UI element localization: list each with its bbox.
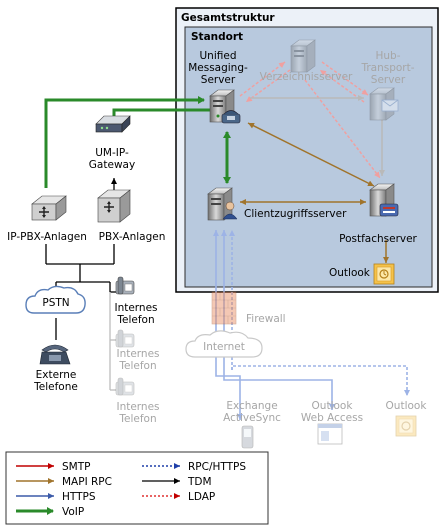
- phone-icon: [221, 110, 241, 124]
- activesync-label-1: Exchange: [226, 400, 277, 412]
- mapi-rpc-links: [240, 122, 389, 263]
- owa-node: Outlook Web Access: [301, 400, 363, 445]
- mobile-phone-icon: [241, 425, 254, 449]
- internal-phone-node: Internes Telefon: [114, 276, 158, 326]
- internal-phone-label-1: Internes: [116, 348, 159, 360]
- outlook-external-label: Outlook: [386, 400, 428, 412]
- directory-server-node: [290, 39, 316, 73]
- internal-phone-label-2: Telefon: [116, 314, 154, 326]
- cloud-icon: [25, 285, 86, 314]
- mailbox-server-node: Postfachserver: [339, 183, 418, 245]
- pbx-icon: [97, 189, 131, 223]
- tdm-links-faded: [109, 292, 116, 391]
- outlook-external-node: Outlook: [386, 400, 428, 437]
- legend-item-rpc-https: RPC/HTTPS: [142, 461, 246, 473]
- activesync-node: Exchange ActiveSync: [223, 400, 281, 449]
- legend-label: HTTPS: [62, 491, 96, 503]
- desk-phone-icon: [115, 329, 135, 348]
- um-ip-gateway-label-1: UM-IP-: [95, 147, 129, 159]
- browser-icon: [317, 423, 343, 445]
- legend-item-voip: VoIP: [16, 506, 84, 518]
- external-phone-label-1: Externe: [36, 369, 77, 381]
- legend-label: MAPI RPC: [62, 476, 112, 488]
- internal-phone-label-1: Internes: [116, 401, 159, 413]
- smtp-links: [250, 95, 385, 176]
- hub-server-label-2: Transport-: [360, 62, 414, 74]
- legend: SMTP MAPI RPC HTTPS VoIP RPC/HTTPS TDM L…: [5, 451, 269, 525]
- ip-pbx-label: IP-PBX-Anlagen: [7, 231, 87, 243]
- legend-label: SMTP: [62, 461, 90, 473]
- cloud-icon: [185, 330, 263, 358]
- server-mail-icon: [369, 87, 399, 121]
- internal-phone-label-1: Internes: [114, 302, 157, 314]
- internal-phone-node-faded: Internes Telefon: [115, 329, 160, 372]
- outlook-internal-label: Outlook: [329, 267, 371, 279]
- firewall-label: Firewall: [246, 313, 286, 325]
- server-user-icon: [207, 187, 238, 221]
- server-mailbox-icon: [369, 183, 399, 217]
- legend-label: TDM: [187, 476, 212, 488]
- um-server-label-2: Messaging-: [188, 62, 248, 74]
- forest-title: Gesamtstruktur: [181, 12, 275, 24]
- mailbox-server-label: Postfachserver: [339, 233, 417, 245]
- external-phone-label-2: Telefone: [33, 381, 78, 393]
- um-server-label-3: Server: [201, 74, 236, 86]
- cas-server-label: Clientzugriffsserver: [244, 208, 347, 220]
- owa-label-1: Outlook: [312, 400, 354, 412]
- internal-phone-label-2: Telefon: [118, 360, 156, 372]
- legend-label: RPC/HTTPS: [188, 461, 246, 473]
- hub-server-label-1: Hub-: [375, 50, 400, 62]
- activesync-label-2: ActiveSync: [223, 412, 281, 424]
- gateway-icon: [95, 115, 131, 133]
- outlook-icon: [395, 415, 417, 437]
- owa-label-2: Web Access: [301, 412, 363, 424]
- um-ip-gateway-node: UM-IP- Gateway: [89, 115, 135, 171]
- um-server-label-1: Unified: [200, 50, 237, 62]
- server-icon: [290, 39, 316, 73]
- pbx-label: PBX-Anlagen: [99, 231, 166, 243]
- um-server-node: Unified Messaging- Server: [188, 50, 248, 124]
- server-icon: [209, 89, 235, 123]
- legend-item-tdm: TDM: [142, 476, 212, 488]
- ip-pbx-node: IP-PBX-Anlagen: [7, 195, 87, 243]
- legend-item-https: HTTPS: [16, 491, 96, 503]
- pbx-icon: [31, 195, 67, 221]
- um-ip-gateway-label-2: Gateway: [89, 159, 135, 171]
- hub-server-node: [369, 87, 399, 121]
- legend-label: LDAP: [188, 491, 215, 503]
- pstn-node: PSTN: [25, 285, 86, 314]
- legend-item-smtp: SMTP: [16, 461, 90, 473]
- external-phone-node: Externe Telefone: [33, 344, 78, 393]
- internet-label: Internet: [203, 341, 245, 353]
- cas-server-node: Clientzugriffsserver: [207, 187, 347, 221]
- directory-server-label: Verzeichnisserver: [260, 71, 353, 83]
- internal-phone-node-faded: Internes Telefon: [115, 377, 160, 425]
- legend-item-mapi-rpc: MAPI RPC: [16, 476, 112, 488]
- internal-phone-label-2: Telefon: [118, 413, 156, 425]
- firewall-icon: [211, 291, 237, 325]
- desk-phone-icon: [115, 276, 135, 295]
- internet-node: Internet: [185, 330, 263, 358]
- legend-label: VoIP: [62, 506, 84, 518]
- desk-phone-icon: [115, 377, 135, 396]
- pstn-label: PSTN: [42, 297, 69, 309]
- legend-item-ldap: LDAP: [142, 491, 215, 503]
- phone-icon: [39, 344, 71, 365]
- firewall-node: Firewall: [211, 291, 286, 325]
- pbx-node: PBX-Anlagen: [97, 189, 166, 243]
- outlook-icon: [373, 263, 395, 285]
- site-title: Standort: [191, 31, 243, 43]
- hub-server-label-3: Server: [371, 74, 406, 86]
